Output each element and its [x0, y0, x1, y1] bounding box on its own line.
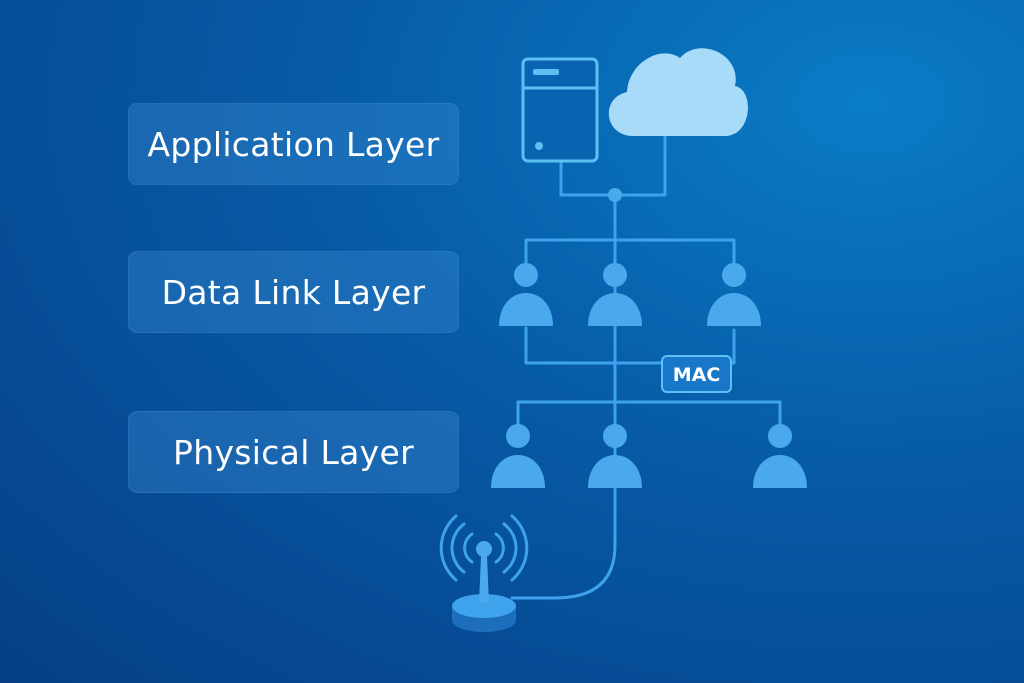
physical-bus	[516, 400, 782, 429]
physical-layer-box: Physical Layer	[128, 411, 459, 493]
data-link-layer-box: Data Link Layer	[128, 251, 459, 333]
server-to-hub-line	[559, 158, 617, 197]
mac-tag: MAC	[661, 355, 732, 393]
wireless-antenna-icon	[439, 514, 529, 632]
user-icon	[588, 263, 642, 326]
user-icon	[588, 424, 642, 488]
physical-layer-label: Physical Layer	[173, 432, 414, 472]
user-icon	[753, 424, 807, 488]
hub-node	[608, 188, 622, 202]
user-icon	[491, 424, 545, 488]
mac-label: MAC	[673, 364, 721, 386]
data-link-bus	[524, 238, 736, 270]
user-icon	[707, 263, 761, 326]
cloud-to-hub-line	[613, 134, 667, 197]
cloud-icon	[608, 48, 748, 136]
application-layer-box: Application Layer	[128, 103, 459, 185]
data-link-lower-link	[524, 326, 736, 365]
antenna-link-line	[510, 496, 617, 600]
user-icon	[499, 263, 553, 326]
application-layer-label: Application Layer	[147, 124, 440, 164]
server-icon	[521, 57, 599, 163]
data-link-layer-label: Data Link Layer	[161, 272, 426, 312]
connection-lines	[510, 134, 782, 600]
